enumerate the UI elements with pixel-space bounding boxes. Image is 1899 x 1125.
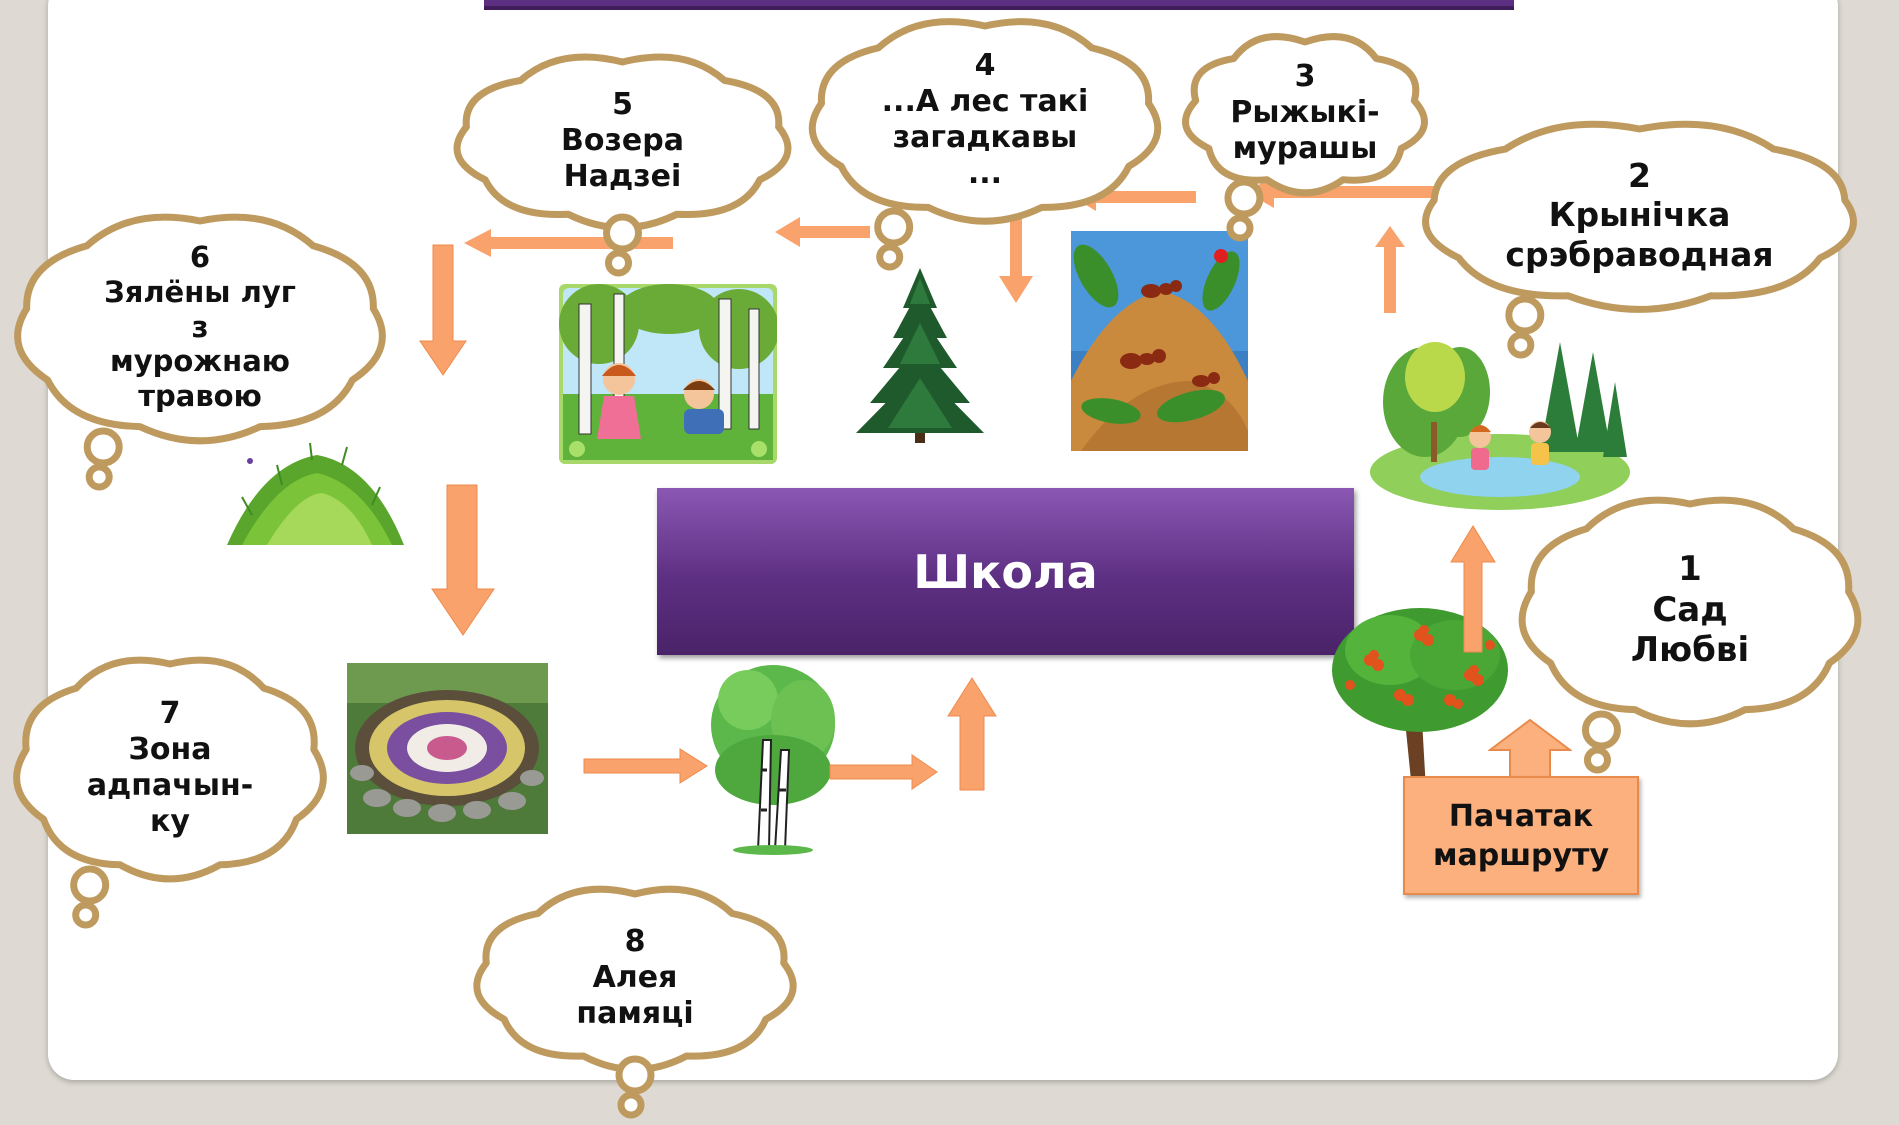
stop-1-line: Любві (1630, 630, 1750, 671)
fir-tree-icon (856, 268, 984, 443)
cloud-shape (808, 18, 1162, 271)
stop-6-line: мурожнаю (110, 344, 290, 379)
stop-3-line: Рыжыкі- (1230, 95, 1380, 130)
cloud-shape (1518, 496, 1862, 774)
birch-kids-icon (559, 284, 777, 464)
stop-3-number: 3 (1294, 59, 1316, 94)
start-up-arrow (1488, 718, 1572, 780)
stop-4-number: 4 (974, 47, 996, 83)
stop-7-line: ку (150, 803, 190, 839)
stop-6-number: 6 (189, 240, 211, 274)
cloud-shape (13, 656, 327, 929)
stop-4-line: ...А лес такі (881, 83, 1089, 119)
start-box: Пачатак маршруту (1403, 776, 1639, 895)
title-bar (484, 0, 1514, 10)
flowerbed-icon (347, 663, 548, 834)
stop-6-line: з (191, 309, 209, 344)
pond-kids-icon (1370, 342, 1630, 510)
stop-4-line: загадкавы (892, 119, 1078, 155)
stop-7-line: Зона (128, 731, 212, 767)
stop-1-number: 1 (1678, 548, 1702, 589)
arrow-up-3 (947, 677, 997, 791)
stop-5-line: Надзеі (563, 158, 682, 194)
arrow-down-3 (431, 484, 495, 636)
stop-6-cloud: 6 Зялёны луг з мурожнаю травою (10, 207, 390, 491)
stop-8-cloud: 8 Алея памяці (470, 880, 800, 1119)
cloud-shape (1422, 120, 1857, 359)
cloud-shape (14, 213, 386, 491)
school-label: Школа (913, 544, 1098, 599)
birch-tree-icon (711, 665, 835, 855)
stop-8-line: Алея (592, 959, 678, 995)
cloud-shape (1182, 33, 1428, 242)
start-line2: маршруту (1432, 837, 1610, 873)
arrow-left-2 (1073, 183, 1196, 211)
arrow-right-2 (829, 754, 938, 790)
school-box: Школа (657, 488, 1354, 655)
stop-1-line: Сад (1652, 589, 1728, 630)
stop-2-number: 2 (1628, 155, 1651, 195)
arrow-down-1 (999, 212, 1033, 303)
stop-4-line: ... (967, 155, 1003, 191)
stop-8-line: памяці (576, 995, 694, 1031)
anthill-icon (1071, 231, 1248, 451)
stop-7-number: 7 (159, 695, 181, 731)
stop-4-cloud: 4 ...А лес такі загадкавы ... (805, 12, 1165, 271)
stop-5-line: Возера (561, 122, 684, 158)
stop-6-line: Зялёны луг (104, 274, 296, 309)
arrow-left-3 (775, 217, 870, 247)
grass-mound-icon (227, 442, 404, 545)
arrow-left-1 (1246, 176, 1444, 208)
cloud-shape (453, 53, 792, 277)
stop-8-number: 8 (624, 923, 646, 959)
stop-6-line: травою (138, 379, 262, 414)
stop-5-cloud: 5 Возера Надзеі (450, 48, 795, 277)
stop-7-line: адпачын- (86, 767, 254, 803)
stop-3-cloud: 3 Рыжыкі- мурашы (1180, 28, 1430, 242)
arrow-down-2 (419, 244, 467, 376)
stop-1-cloud: 1 Сад Любві (1515, 490, 1865, 774)
arrow-up-1 (1450, 525, 1496, 653)
stop-2-cloud: 2 Крынічка срэбраводная (1417, 115, 1862, 359)
arrow-left-4 (464, 229, 673, 257)
start-line1: Пачатак (1448, 798, 1594, 834)
stop-5-number: 5 (612, 86, 633, 122)
stop-3-line: мурашы (1232, 131, 1378, 166)
arrow-right-1 (583, 748, 708, 784)
stop-2-line: Крынічка (1548, 195, 1731, 235)
stop-7-cloud: 7 Зона адпачын- ку (10, 650, 330, 929)
arrow-up-2 (1375, 226, 1405, 313)
stop-2-line: срэбраводная (1505, 234, 1774, 274)
